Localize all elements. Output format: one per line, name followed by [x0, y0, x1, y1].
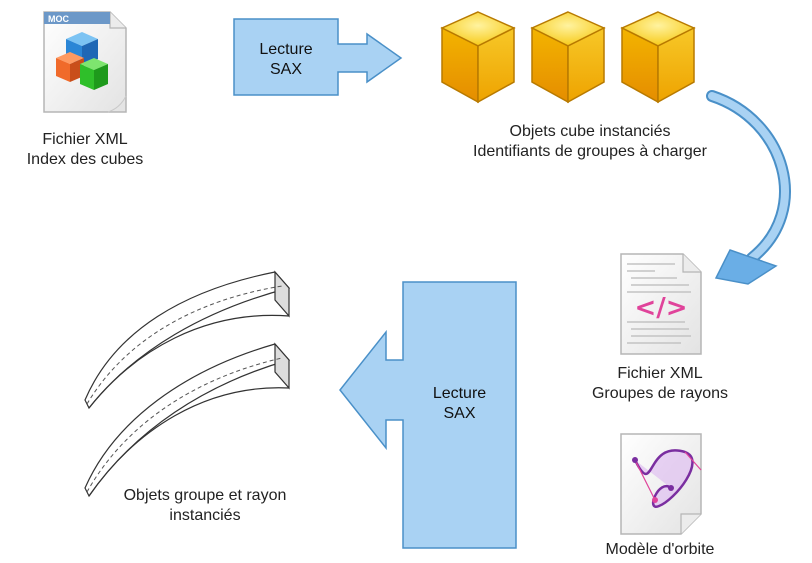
sax-arrow-right: [233, 18, 403, 96]
label-line: Index des cubes: [26, 151, 144, 168]
gold-cube-icon: [530, 11, 606, 104]
sax-read-1-label: Lecture SAX: [234, 40, 338, 80]
label-line: SAX: [443, 405, 476, 422]
label-line: Identifiants de groupes à charger: [473, 143, 707, 160]
label-line: Objets cube instanciés: [509, 123, 671, 140]
label-line: Lecture: [259, 41, 313, 58]
xml-ray-groups-label: Fichier XML Groupes de rayons: [570, 364, 750, 404]
gold-cube-icon: [620, 11, 696, 104]
sax-arrow-left: [339, 281, 517, 549]
label-line: SAX: [269, 61, 302, 78]
label-line: instanciés: [169, 507, 241, 524]
label-line: Modèle d'orbite: [605, 541, 715, 558]
group-ray-objects-label: Objets groupe et rayon instanciés: [100, 486, 310, 526]
orbit-model-label: Modèle d'orbite: [580, 540, 740, 560]
bezier-file-icon: [620, 433, 702, 535]
cube-objects-label: Objets cube instanciés Identifiants de g…: [440, 122, 740, 162]
label-line: Objets groupe et rayon: [123, 487, 287, 504]
file-tag-text: MOC: [48, 14, 69, 24]
label-line: Lecture: [432, 385, 487, 402]
xml-cube-index-label: Fichier XML Index des cubes: [10, 130, 160, 170]
sax-read-2-label: Lecture SAX: [403, 384, 516, 424]
gold-cubes-group: [440, 11, 696, 104]
svg-text:</>: </>: [634, 293, 687, 323]
gold-cube-icon: [440, 11, 516, 104]
ray-beam: [84, 342, 291, 498]
label-line: Fichier XML: [617, 365, 703, 382]
cubes-file-icon: MOC: [43, 11, 127, 113]
curved-ray-beams: [84, 270, 291, 498]
curved-arrow: [706, 90, 791, 285]
label-line: Fichier XML: [42, 131, 128, 148]
label-line: Groupes de rayons: [591, 385, 729, 402]
code-file-icon: </>: [620, 253, 702, 355]
ray-beam: [84, 270, 291, 410]
